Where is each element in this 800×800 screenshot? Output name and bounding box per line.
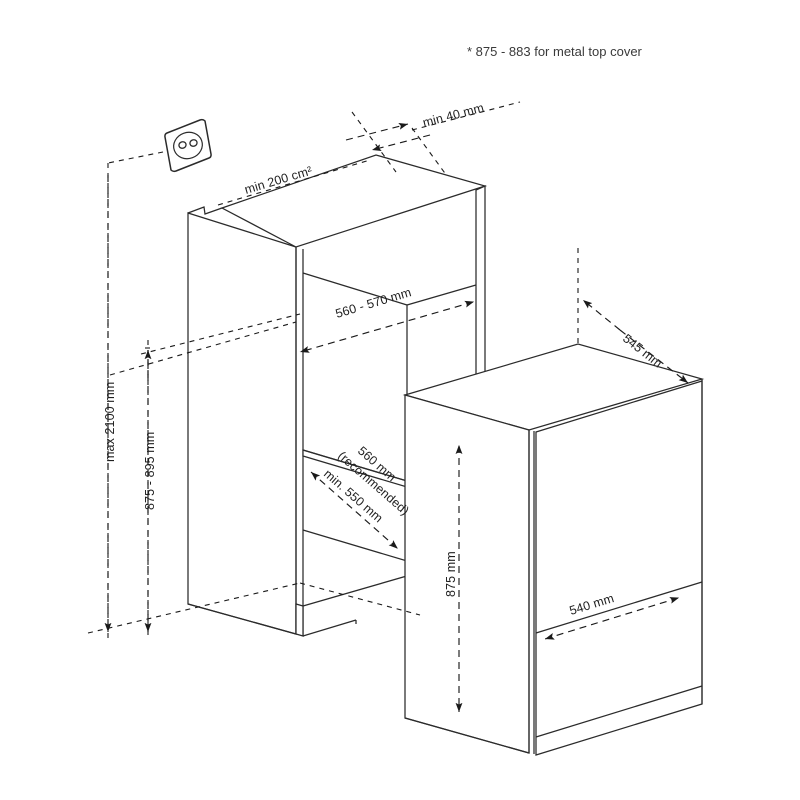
upper-horizontal-reference-line <box>109 321 297 376</box>
wall-power-socket <box>164 118 212 173</box>
cabinet-top-panel <box>220 154 488 248</box>
cabinet-top-notch <box>187 206 223 215</box>
dimension-label-max-socket-height: max 2100 mm <box>103 382 117 462</box>
ground-baseline-left <box>87 582 301 634</box>
cabinet-front-base-edge <box>295 603 304 637</box>
niche-width-dim-line <box>299 300 475 353</box>
built-in-appliance <box>402 343 705 756</box>
dimension-label-appliance-height: 875 mm <box>444 551 458 597</box>
cabinet-bottom-left-edge <box>187 603 297 635</box>
min40-leader <box>411 101 521 131</box>
dimension-niche-height: 875 - 895 mm <box>140 313 301 640</box>
min40-ext-line-a <box>351 111 397 173</box>
dimension-label-niche-height: 875 - 895 mm <box>143 432 157 510</box>
cabinet-inner-top-right-edge <box>406 284 477 306</box>
dimension-niche-width: 560 - 570 mm <box>299 285 475 353</box>
appliance-depth-arrow-down <box>619 329 689 384</box>
cabinet-left-side-panel <box>187 212 297 635</box>
dimension-max-socket-height: max 2100 mm <box>103 163 117 640</box>
appliance-depth-arrow-up <box>582 299 621 331</box>
appliance-left-side-face <box>404 394 530 754</box>
min40-dim-arrow-right <box>371 134 431 152</box>
kitchen-cabinet-niche <box>187 154 488 637</box>
appliance-door-panel <box>535 380 703 756</box>
ground-baseline-right <box>299 582 421 616</box>
vent-area-leader-line <box>217 159 371 206</box>
appliance-bottom-kick-line <box>535 685 703 738</box>
niche-height-top-leader <box>140 313 301 355</box>
dimension-label-top-gap: min 40 mm <box>421 101 485 130</box>
cabinet-base-bottom-edge <box>302 619 357 637</box>
dimension-appliance-height: 875 mm <box>444 444 463 712</box>
appliance-bottom-left-edge <box>404 717 530 754</box>
min40-dim-arrow-left <box>345 122 409 141</box>
top-right-note: * 875 - 883 for metal top cover <box>467 44 643 59</box>
socket-leader-line <box>107 151 164 164</box>
